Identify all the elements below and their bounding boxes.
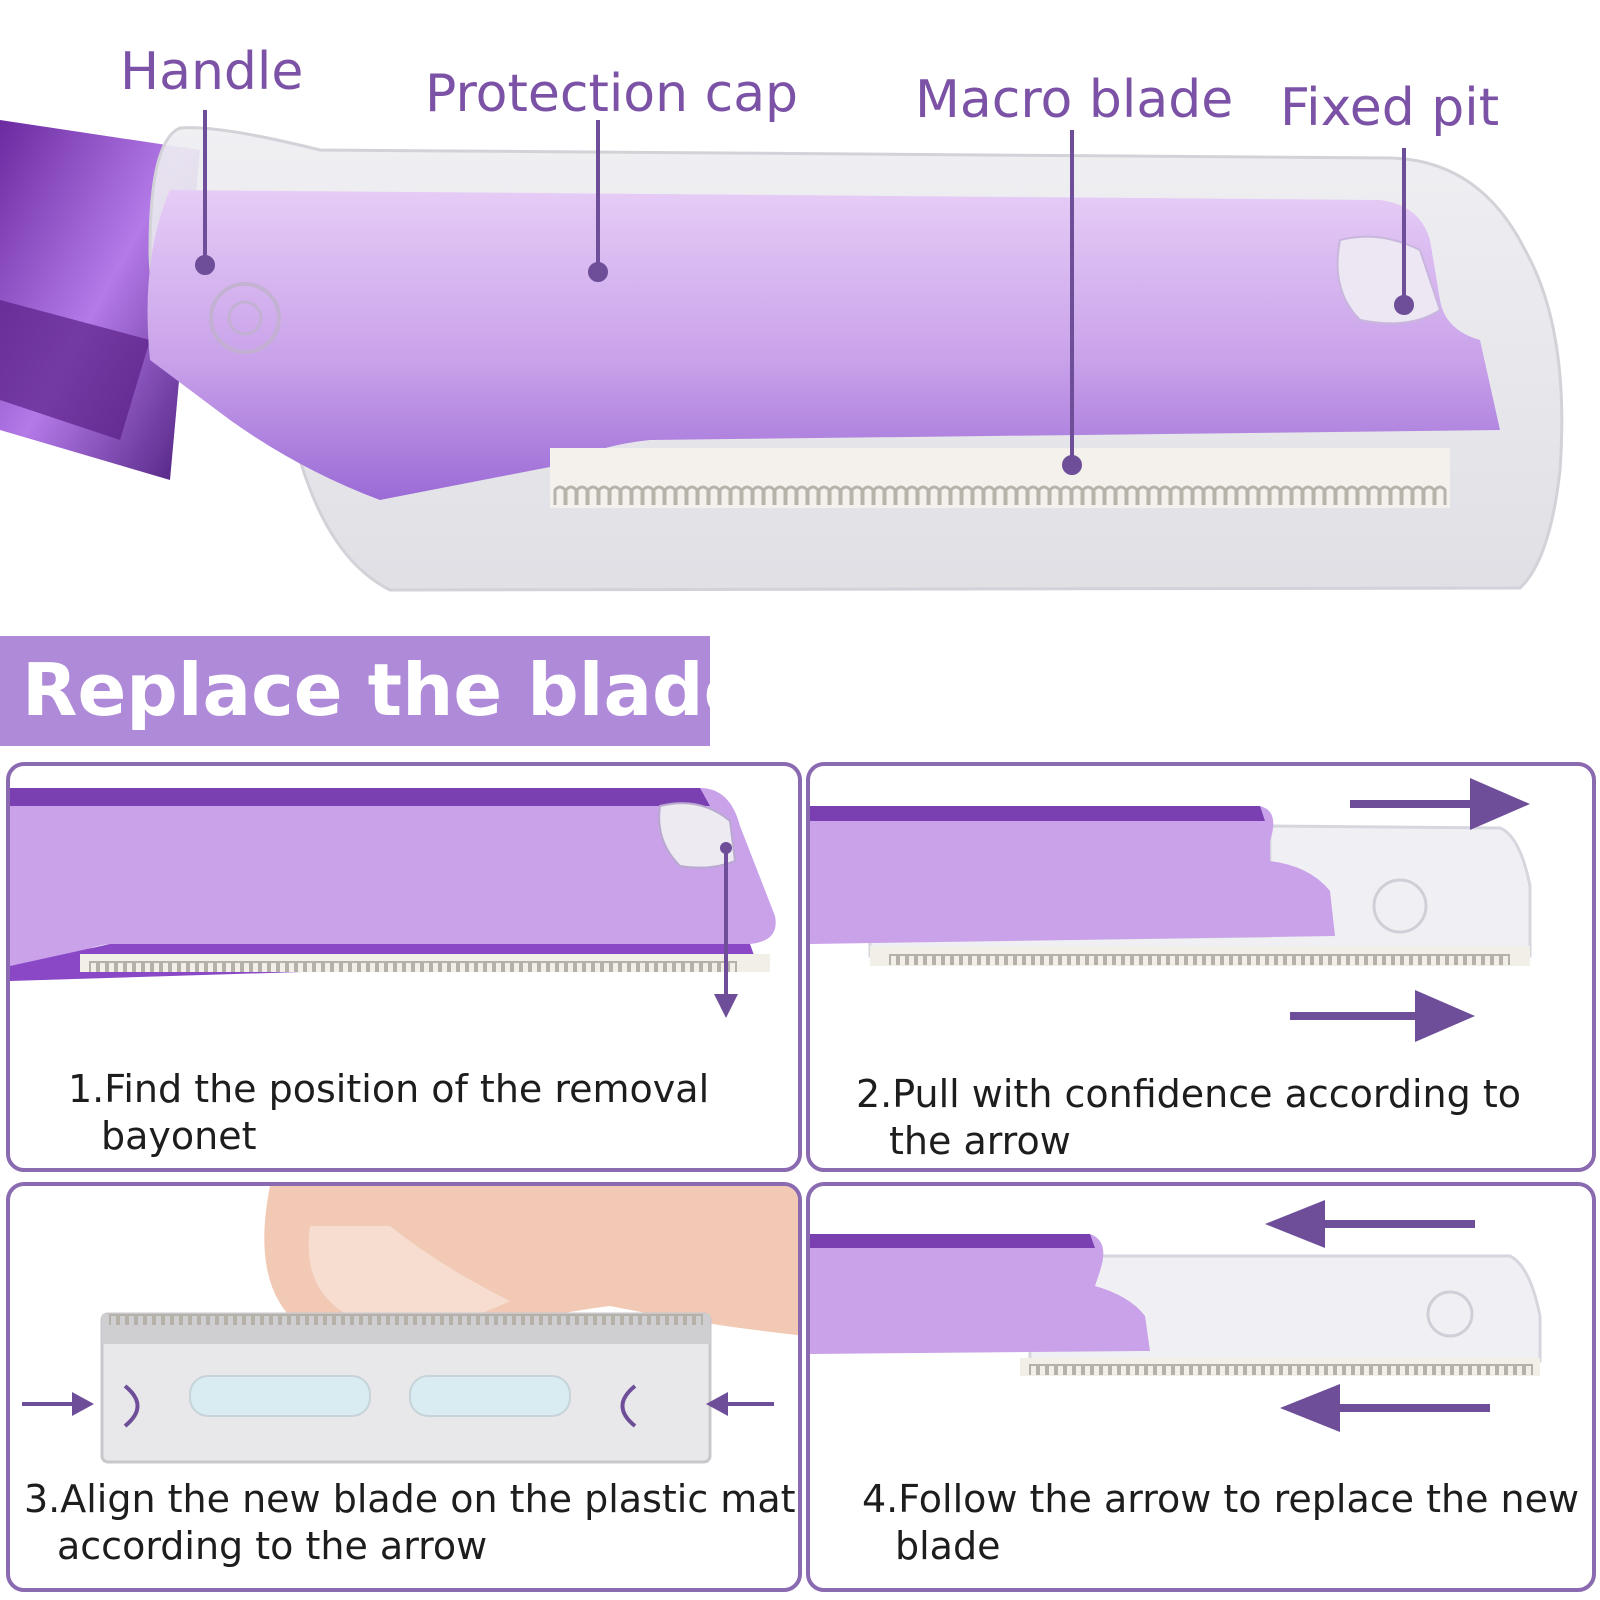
step-4-caption: 4.Follow the arrow to replace the new bl…	[862, 1477, 1580, 1568]
macro-blade-shape	[550, 448, 1450, 508]
callout-leaders	[195, 110, 1414, 475]
callout-protection-cap: Protection cap	[425, 64, 799, 124]
callout-handle: Handle	[120, 42, 304, 102]
callout-fixed-pit: Fixed pit	[1280, 78, 1500, 138]
step-2-caption: 2.Pull with confidence according to the …	[856, 1072, 1521, 1163]
step-1-caption: 1.Find the position of the removal bayon…	[68, 1067, 710, 1158]
callout-macro-blade: Macro blade	[915, 70, 1234, 130]
section-banner: Replace the blade	[0, 636, 752, 746]
blade-holder-shape	[147, 190, 1500, 500]
step-1-illustration	[10, 788, 776, 1018]
step-panel-2: 2.Pull with confidence according to the …	[806, 762, 1596, 1172]
step-panel-1: 1.Find the position of the removal bayon…	[6, 762, 802, 1172]
step-4-illustration	[810, 1200, 1542, 1432]
step-3-caption: 3.Align the new blade on the plastic mat…	[24, 1477, 796, 1568]
step-panel-4: 4.Follow the arrow to replace the new bl…	[806, 1182, 1596, 1592]
step-panel-3: 3.Align the new blade on the plastic mat…	[6, 1182, 802, 1592]
step-3-illustration	[22, 1186, 798, 1464]
section-title: Replace the blade	[22, 648, 753, 732]
hero-razor-illustration	[0, 110, 1564, 592]
step-2-illustration	[810, 778, 1532, 1042]
